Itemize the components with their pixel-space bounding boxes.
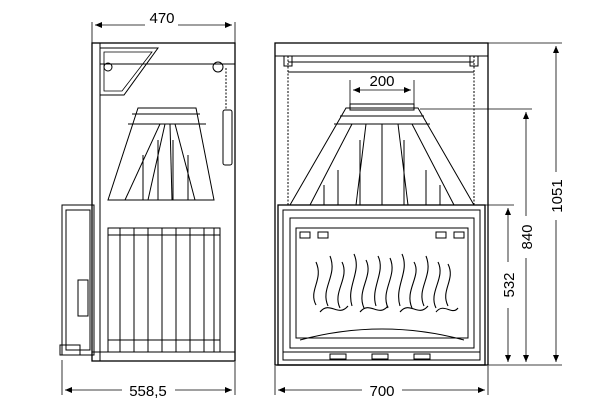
side-bottom-width-label: 558,5 (129, 383, 167, 400)
front-bottom-width-label: 700 (369, 383, 394, 400)
flames (313, 253, 459, 313)
front-opening-dimension: 200 (349, 73, 415, 104)
front-view (274, 42, 489, 366)
side-top-width-label: 470 (149, 10, 174, 27)
front-height-total-label: 1051 (549, 179, 566, 212)
front-opening-width-label: 200 (369, 73, 394, 90)
side-top-dimension: 470 (91, 10, 236, 44)
side-view (59, 42, 236, 362)
side-bottom-dimension: 558,5 (61, 360, 236, 400)
front-height-mid-label: 840 (519, 224, 536, 249)
front-height-dimensions: 532 840 1051 (420, 42, 566, 366)
front-height-low-label: 532 (501, 272, 518, 297)
front-bottom-dimension: 700 (274, 366, 489, 400)
